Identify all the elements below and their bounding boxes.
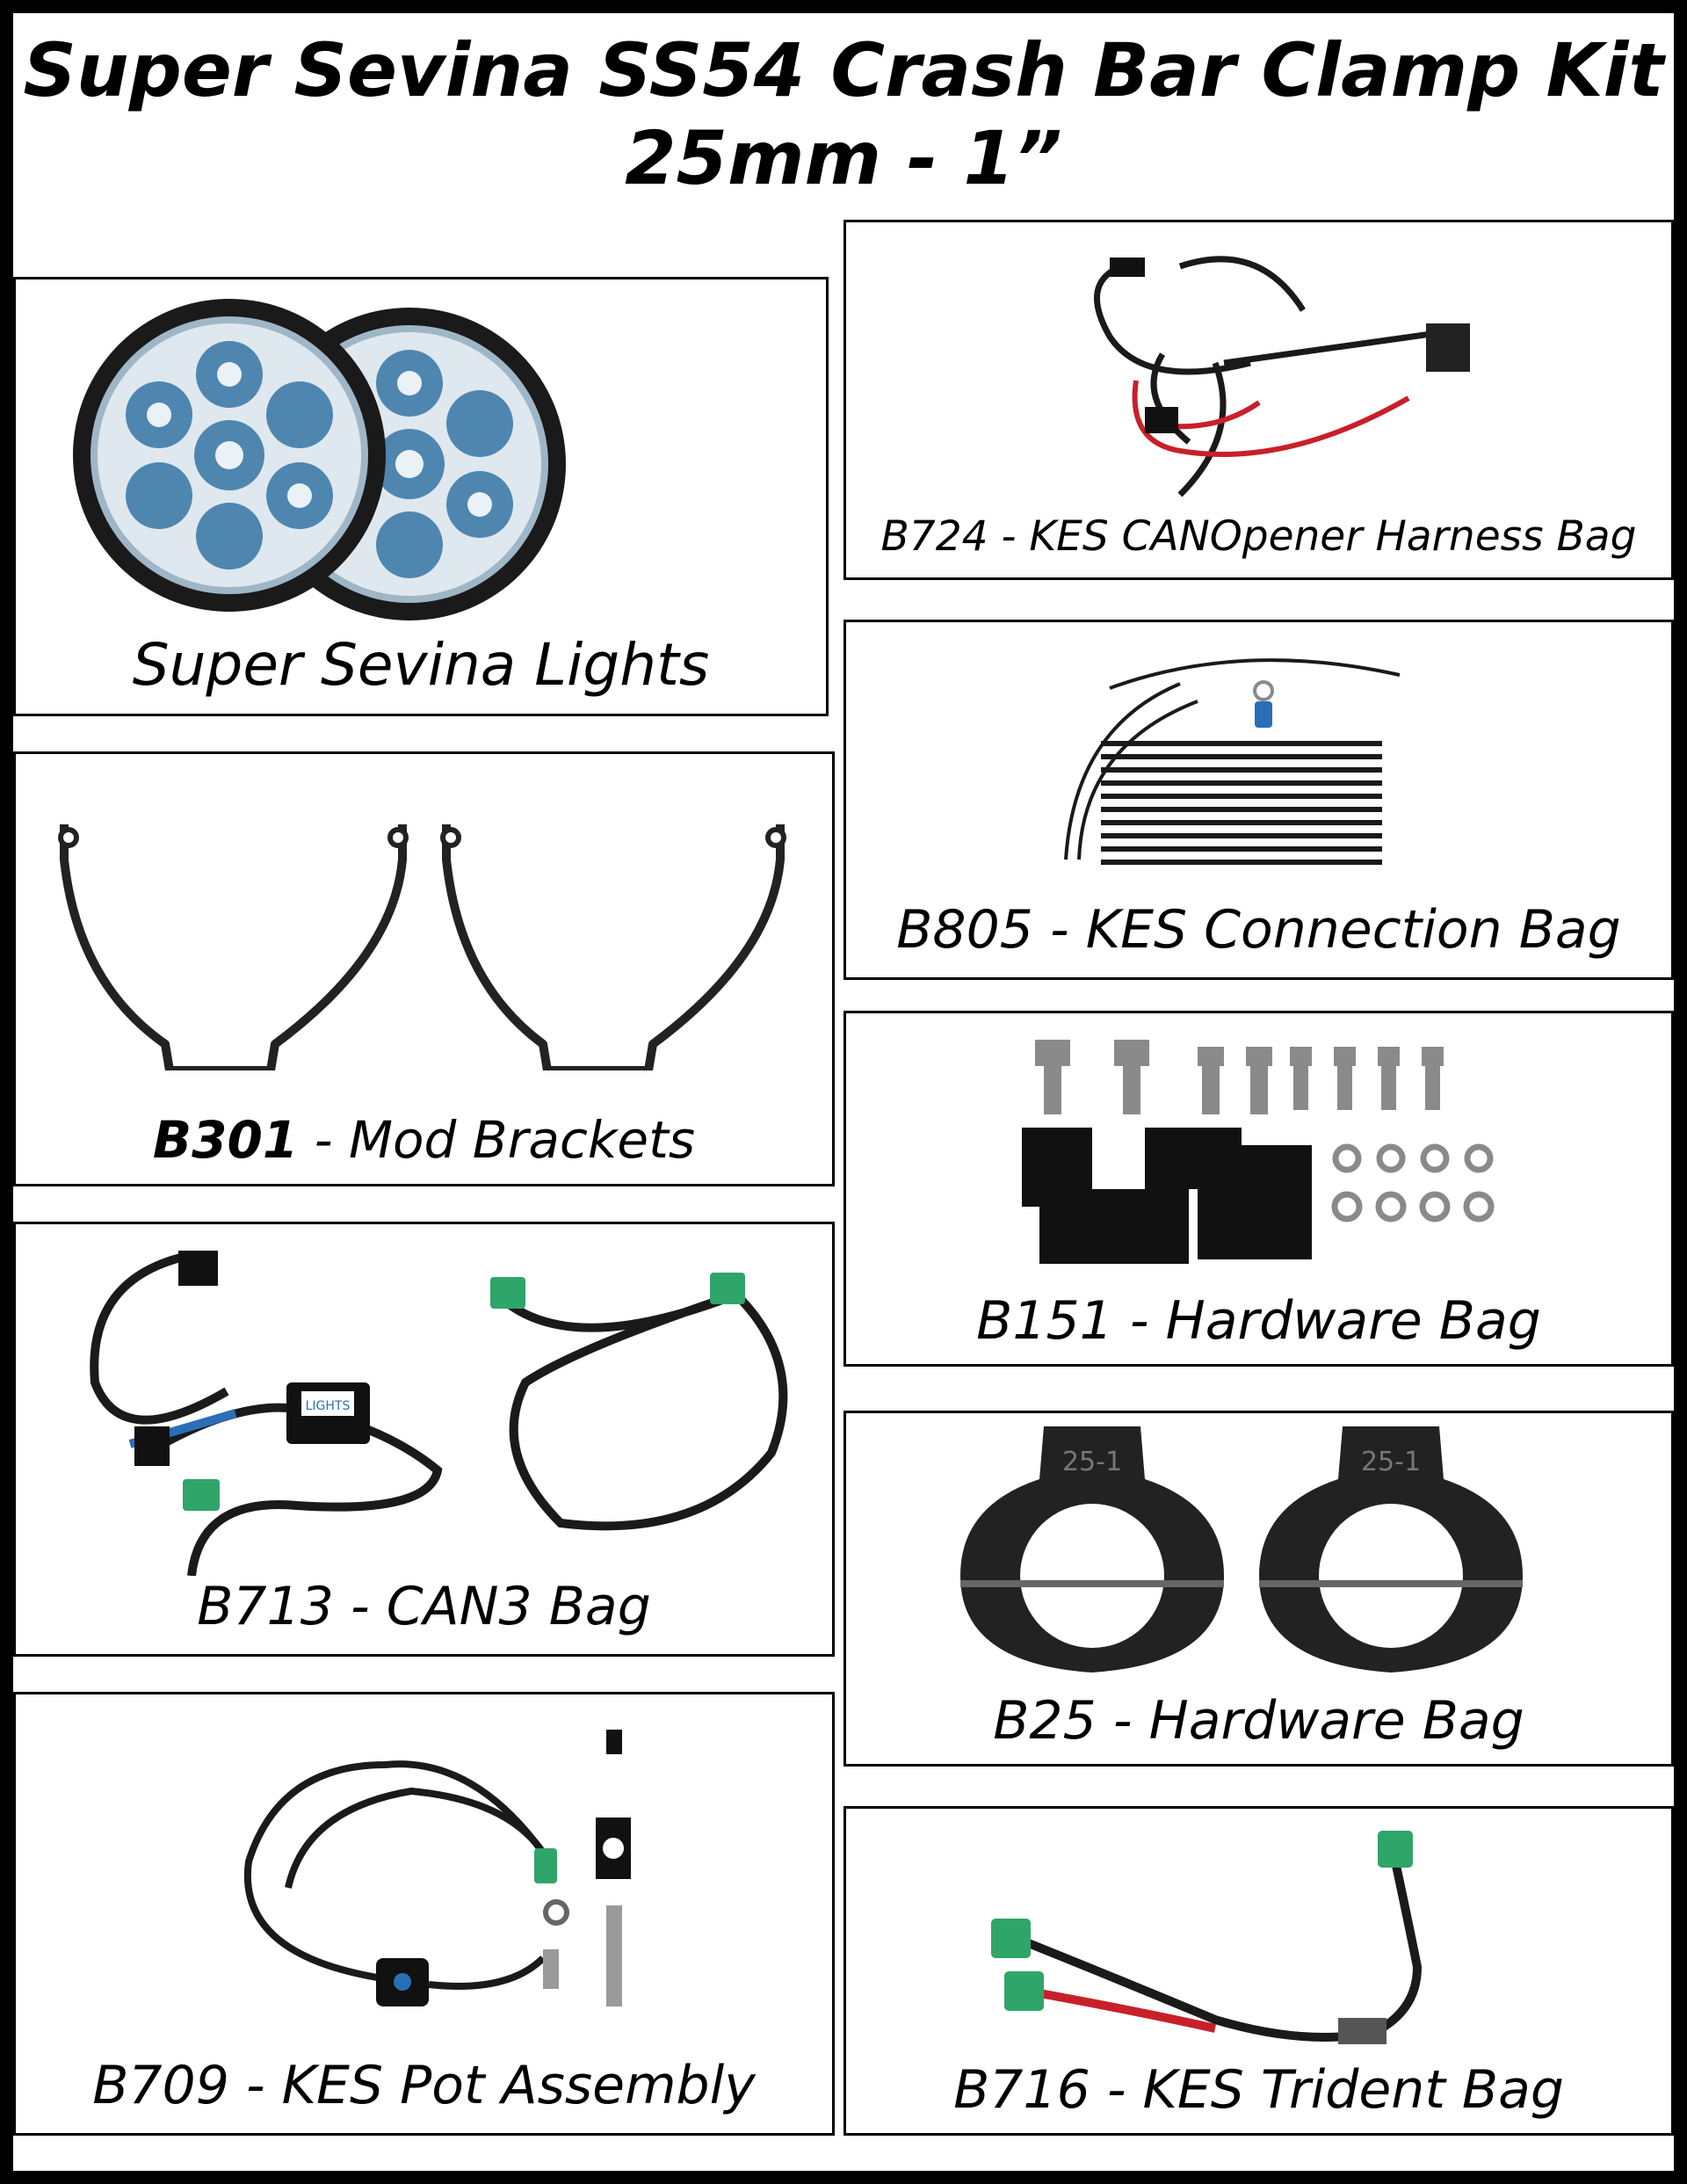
- zip-ties-icon: [1064, 658, 1401, 865]
- can3-harness-icon: LIGHTS: [90, 1251, 788, 1576]
- b25-label: B25 - Hardware Bag: [993, 1690, 1524, 1752]
- b301-separator: -: [298, 1110, 349, 1170]
- led-light-pair-icon: [73, 299, 566, 620]
- bracket-pair-icon: [58, 824, 786, 1070]
- super-sevina-lights-label: Super Sevina Lights: [132, 631, 710, 699]
- b301-name: Mod Brackets: [349, 1110, 696, 1170]
- panel-b724: B724 - KES CANOpener Harness Bag: [844, 220, 1674, 580]
- b713-label: B713 - CAN3 Bag: [197, 1576, 651, 1637]
- clamp-marking-right: 25-1: [1361, 1447, 1421, 1477]
- b724-label: B724 - KES CANOpener Harness Bag: [880, 512, 1637, 561]
- clamp-marking-left: 25-1: [1062, 1447, 1122, 1477]
- b716-label: B716 - KES Trident Bag: [953, 2059, 1564, 2121]
- bar-clamps-icon: 25-1 25-1: [960, 1426, 1523, 1672]
- trident-cable-icon: [991, 1831, 1423, 2044]
- kit-size: 25mm - 1”: [625, 115, 1062, 201]
- panel-super-sevina-lights: Super Sevina Lights: [13, 277, 829, 716]
- panel-b713: LIGHTS B713 - CAN3 Bag: [13, 1222, 835, 1657]
- can3-module-text: LIGHTS: [306, 1399, 351, 1413]
- panel-b709: B709 - KES Pot Assembly: [13, 1692, 835, 2136]
- b151-label: B151 - Hardware Bag: [976, 1290, 1541, 1352]
- kit-title: Super Sevina SS54 Crash Bar Clamp Kit: [23, 27, 1664, 113]
- panel-b805: B805 - KES Connection Bag: [844, 620, 1674, 980]
- wiring-harness-icon: [1094, 256, 1470, 497]
- panel-b716: B716 - KES Trident Bag: [844, 1806, 1674, 2136]
- b709-label: B709 - KES Pot Assembly: [92, 2055, 756, 2116]
- b805-label: B805 - KES Connection Bag: [896, 899, 1621, 961]
- panel-b25: 25-1 25-1 B25 - Hardware Bag: [844, 1411, 1674, 1767]
- panel-b301: B301 - Mod Brackets: [13, 751, 835, 1186]
- b301-code: B301: [152, 1110, 299, 1170]
- bolts-and-mounts-icon: [1022, 1040, 1495, 1264]
- pot-assembly-icon: [243, 1730, 631, 2006]
- panel-b151: B151 - Hardware Bag: [844, 1011, 1674, 1367]
- b301-label: B301 - Mod Brackets: [16, 1110, 832, 1170]
